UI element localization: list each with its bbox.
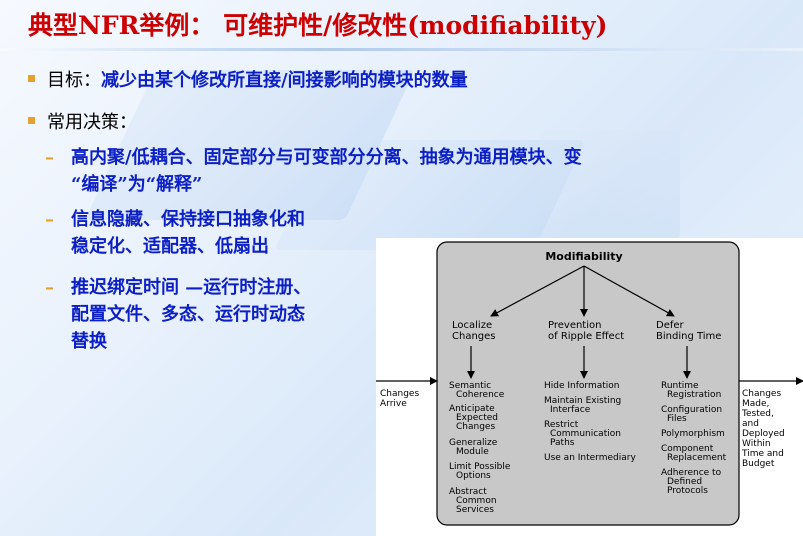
column-localize-changes: Semantic Coherence Anticipate Expected C… <box>449 381 511 515</box>
sub-item-line: 配置文件、多态、运行时动态 <box>71 304 305 325</box>
output-label: Within <box>742 439 771 449</box>
tactic-item: Services <box>456 505 494 515</box>
bullet-square-icon <box>28 75 35 82</box>
sub-item-line: “编译”为“解释” <box>71 174 203 195</box>
tactic-item: Generalize <box>449 438 498 448</box>
tactic-item: Restrict <box>544 420 579 430</box>
tactic-item: Registration <box>667 390 721 400</box>
tactic-item: Expected <box>456 413 498 423</box>
tactic-item: Anticipate <box>449 404 495 414</box>
column-heading: of Ripple Effect <box>548 331 624 342</box>
sub-item-line: 替换 <box>71 331 107 352</box>
title-divider <box>0 48 803 51</box>
bullet-goal: 目标：减少由某个修改所直接/间接影响的模块的数量 <box>28 66 468 92</box>
bullet-text: 减少由某个修改所直接/间接影响的模块的数量 <box>101 70 468 91</box>
background-decoration <box>540 130 680 240</box>
diagram-title: Modifiability <box>545 250 622 263</box>
input-label: Changes <box>380 389 419 399</box>
tactic-item: Communication <box>550 429 621 439</box>
tactic-item: Options <box>456 471 491 481</box>
output-label: Made, <box>742 399 769 409</box>
column-heading: Defer <box>656 320 685 331</box>
tactic-item: Hide Information <box>544 381 619 391</box>
column-heading: Prevention <box>548 320 601 331</box>
column-heading: Localize <box>452 320 492 331</box>
input-label: Arrive <box>380 399 407 409</box>
tactic-item: Use an Intermediary <box>544 453 636 463</box>
slide-title: 典型NFR举例： 可维护性/修改性(modifiability) <box>28 11 608 40</box>
tactic-item: Maintain Existing <box>544 396 621 406</box>
sub-item-cohesion: – 高内聚/低耦合、固定部分与可变部分分离、抽象为通用模块、变 “编译”为“解释… <box>45 144 745 198</box>
sub-item-defer-binding: – 推迟绑定时间 —运行时注册、 配置文件、多态、运行时动态 替换 <box>45 274 385 355</box>
tactic-item: Adherence to <box>661 468 722 478</box>
dash-icon: – <box>45 147 54 168</box>
tactic-item: Abstract <box>449 487 487 497</box>
bullet-label: 常用决策： <box>47 112 137 133</box>
dash-icon: – <box>45 209 54 230</box>
tactic-item: Semantic <box>449 381 491 391</box>
sub-item-line: 推迟绑定时间 —运行时注册、 <box>71 277 312 298</box>
tactic-item: Paths <box>550 438 575 448</box>
column-heading: Changes <box>452 331 496 342</box>
tactic-item: Replacement <box>667 453 727 463</box>
output-label: Tested, <box>741 409 774 419</box>
sub-item-line: 信息隐藏、保持接口抽象化和 <box>71 209 305 230</box>
modifiability-tactics-diagram: Changes Arrive Changes Made, Tested, and… <box>376 238 803 536</box>
output-label: Changes <box>742 389 781 399</box>
sub-item-information-hiding: – 信息隐藏、保持接口抽象化和 稳定化、适配器、低扇出 <box>45 206 385 260</box>
tactic-item: Changes <box>456 422 495 432</box>
tactic-item: Module <box>456 447 489 457</box>
tactic-item: Protocols <box>667 486 708 496</box>
sub-item-line: 稳定化、适配器、低扇出 <box>71 236 269 257</box>
dash-icon: – <box>45 277 54 298</box>
tactic-item: Component <box>661 444 714 454</box>
output-label: Budget <box>742 459 775 469</box>
branch-arrow <box>490 265 585 317</box>
sub-item-line: 高内聚/低耦合、固定部分与可变部分分离、抽象为通用模块、变 <box>71 147 582 168</box>
column-prevention-ripple: Hide Information Maintain Existing Inter… <box>544 381 636 463</box>
tactic-item: Defined <box>667 477 702 487</box>
tactic-item: Coherence <box>456 390 505 400</box>
column-defer-binding: Runtime Registration Configuration Files… <box>661 381 727 496</box>
tactic-item: Interface <box>550 405 591 415</box>
bullet-square-icon <box>28 117 35 124</box>
tactic-item: Limit Possible <box>449 462 511 472</box>
tactic-item: Runtime <box>661 381 699 391</box>
diagram-svg: Changes Arrive Changes Made, Tested, and… <box>376 241 803 526</box>
column-heading: Binding Time <box>656 331 721 342</box>
bullet-label: 目标： <box>47 70 101 91</box>
tactic-item: Files <box>667 414 687 424</box>
output-label: Time and <box>741 449 784 459</box>
tactic-item: Common <box>456 496 497 506</box>
tactic-item: Configuration <box>661 405 722 415</box>
output-label: Deployed <box>742 429 785 439</box>
bullet-decisions: 常用决策： <box>28 108 137 134</box>
output-label: and <box>742 419 759 429</box>
tactic-item: Polymorphism <box>661 429 725 439</box>
branch-arrow <box>583 265 675 317</box>
